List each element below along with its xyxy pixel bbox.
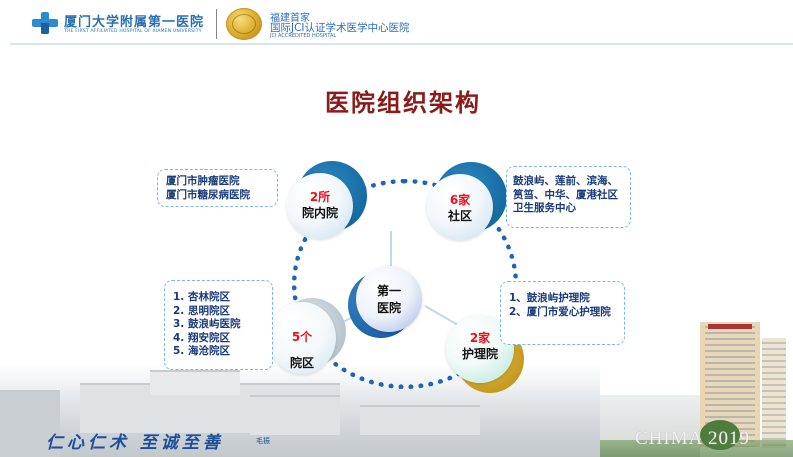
node-campus: 5个 院区 xyxy=(268,298,346,374)
jci-line-2: 国际JCI认证学术医学中心医院 xyxy=(270,22,410,34)
node-nursing-home: 2家 护理院 xyxy=(446,315,524,393)
center-node-first-hospital: 第一 医院 xyxy=(348,266,422,338)
header-divider xyxy=(216,9,217,39)
node-campus-count: 5个 xyxy=(291,330,313,344)
node-campus-label: 院区 xyxy=(289,356,314,370)
info-nursing-home-line: 2、厦门市爱心护理院 xyxy=(509,305,611,318)
jci-gold-seal-icon xyxy=(226,8,262,40)
node-inner-hospital: 2所 院内院 xyxy=(287,161,367,239)
info-campus-line: 5. 海沧院区 xyxy=(173,345,230,357)
tree-photo xyxy=(700,420,740,450)
hospital-cross-logo-icon xyxy=(32,12,58,34)
jci-line-3: JCI ACCREDITED HOSPITAL xyxy=(270,33,337,39)
node-community-label: 社区 xyxy=(447,209,472,223)
grass-photo xyxy=(600,440,793,457)
jci-line-1: 福建首家 xyxy=(270,13,310,24)
center-node-line2: 医院 xyxy=(376,301,401,315)
header-underline xyxy=(10,43,793,45)
info-box-community: 鼓浪屿、莲前、滨海、 筼筜、中华、厦港社区 卫生服务中心 xyxy=(506,166,631,228)
node-inner-hospital-count: 2所 xyxy=(309,190,331,204)
info-campus-line: 2. 思明院区 xyxy=(173,304,230,317)
node-inner-hospital-label: 院内院 xyxy=(301,206,338,220)
info-inner-hospital-line: 厦门市糖尿病医院 xyxy=(166,188,250,201)
info-community-line: 鼓浪屿、莲前、滨海、 xyxy=(513,175,618,187)
info-community-line: 筼筜、中华、厦港社区 xyxy=(513,188,618,201)
info-campus-line: 4. 翔安院区 xyxy=(173,331,230,344)
node-community: 6家 社区 xyxy=(427,162,507,240)
info-community-line: 卫生服务中心 xyxy=(513,202,576,214)
info-campus-line: 1. 杏林院区 xyxy=(173,291,230,303)
chima-watermark: CHIMA 2019 xyxy=(635,428,751,449)
info-box-inner-hospital: 厦门市肿瘤医院 厦门市糖尿病医院 xyxy=(157,169,278,207)
node-nursing-home-count: 2家 xyxy=(469,331,491,345)
info-campus-line: 3. 鼓浪屿医院 xyxy=(173,318,241,330)
info-box-campus: 1. 杏林院区 2. 思明院区 3. 鼓浪屿医院 4. 翔安院区 5. 海沧院区 xyxy=(164,280,273,370)
motto-signature: 毛振 xyxy=(256,437,270,445)
hospital-name: 厦门大学附属第一医院 xyxy=(64,15,205,30)
node-nursing-home-label: 护理院 xyxy=(461,347,498,361)
info-inner-hospital-line: 厦门市肿瘤医院 xyxy=(166,175,240,187)
info-box-nursing-home: 1、鼓浪屿护理院 2、厦门市爱心护理院 xyxy=(500,281,625,345)
hospital-subtitle: THE FIRST AFFILIATED HOSPITAL OF XIAMEN … xyxy=(64,29,202,34)
center-node-line1: 第一 xyxy=(376,284,401,298)
info-nursing-home-line: 1、鼓浪屿护理院 xyxy=(509,292,590,304)
hospital-motto: 仁心仁术 至诚至善 xyxy=(46,433,224,453)
node-community-count: 6家 xyxy=(449,193,471,207)
page-title: 医院组织架构 xyxy=(325,89,481,117)
header: 厦门大学附属第一医院 THE FIRST AFFILIATED HOSPITAL… xyxy=(0,0,793,46)
